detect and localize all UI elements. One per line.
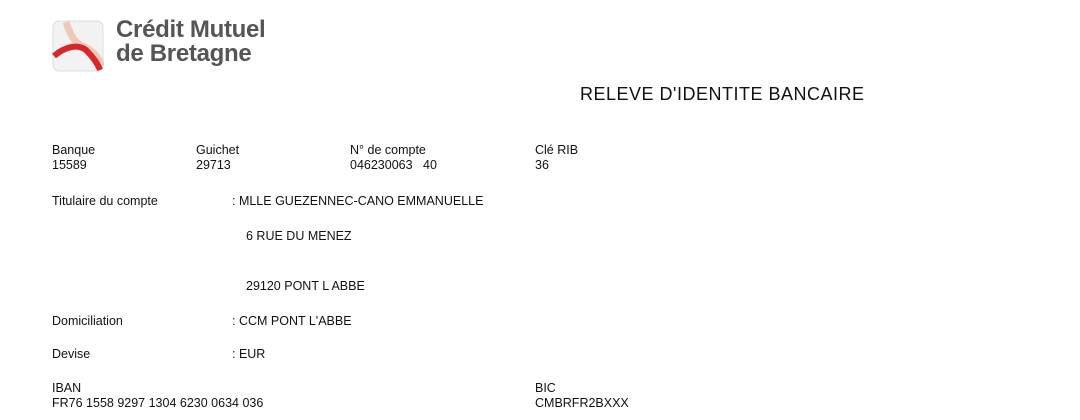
bic-value: CMBRFR2BXXX xyxy=(535,396,629,410)
devise-label: Devise xyxy=(52,347,91,361)
titulaire-name: : MLLE GUEZENNEC-CANO EMMANUELLE xyxy=(232,194,484,208)
domiciliation-value: : CCM PONT L'ABBE xyxy=(232,314,352,328)
address-line-2: 29120 PONT L ABBE xyxy=(246,279,365,293)
banque-label: Banque xyxy=(52,143,96,157)
cle-rib-value: 36 xyxy=(535,158,549,172)
guichet-label: Guichet xyxy=(196,143,240,157)
bic-label: BIC xyxy=(535,381,556,395)
compte-label: N° de compte xyxy=(350,143,426,157)
address-line-1: 6 RUE DU MENEZ xyxy=(246,229,352,243)
guichet-value: 29713 xyxy=(196,158,231,172)
compte-value: 046230063 40 xyxy=(350,158,437,172)
cle-rib-label: Clé RIB xyxy=(535,143,579,157)
banque-value: 15589 xyxy=(52,158,87,172)
titulaire-label: Titulaire du compte xyxy=(52,194,158,208)
devise-value: : EUR xyxy=(232,347,266,361)
iban-label: IBAN xyxy=(52,381,82,395)
domiciliation-label: Domiciliation xyxy=(52,314,123,328)
iban-value: FR76 1558 9297 1304 6230 0634 036 xyxy=(52,396,264,410)
credit-mutuel-logo-icon xyxy=(52,20,104,72)
document-title: RELEVE D'IDENTITE BANCAIRE xyxy=(580,84,865,104)
